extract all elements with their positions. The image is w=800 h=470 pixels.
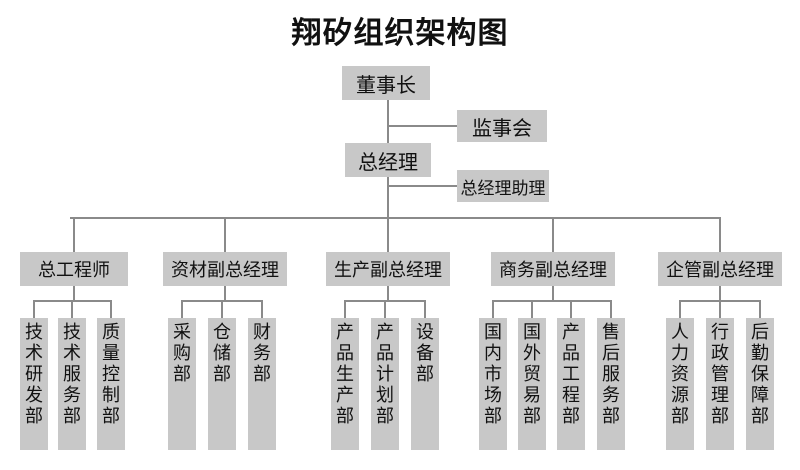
chart-title: 翔矽组织架构图	[291, 16, 509, 51]
department-label: 仓储部	[213, 322, 231, 385]
department-box: 国内市场部	[479, 318, 507, 450]
connector-department	[261, 300, 263, 318]
department-box: 行政管理部	[706, 318, 734, 450]
connector-division-bus	[70, 217, 721, 219]
department-label: 产品生产部	[336, 322, 354, 427]
gm-box: 总经理	[345, 143, 431, 177]
department-label: 产品工程部	[562, 322, 580, 427]
department-box: 技术服务部	[58, 318, 86, 450]
connector-department	[384, 300, 386, 318]
connector-division-2	[224, 218, 226, 252]
department-box: 国外贸易部	[518, 318, 546, 450]
department-label: 行政管理部	[711, 322, 729, 427]
division-label: 商务副总经理	[499, 260, 607, 281]
department-label: 财务部	[253, 322, 271, 385]
division-label: 资材副总经理	[171, 260, 279, 281]
connector-chairman-gm	[387, 100, 389, 143]
connector-division-3	[387, 218, 389, 252]
division-label: 生产副总经理	[334, 260, 442, 281]
gm-assistant-box: 总经理助理	[457, 170, 549, 202]
connector-department	[221, 300, 223, 318]
department-label: 设备部	[416, 322, 434, 385]
supervisor-label: 监事会	[472, 115, 532, 140]
department-label: 国内市场部	[484, 322, 502, 427]
connector-department	[492, 300, 494, 318]
connector-department	[759, 300, 761, 318]
connector-department	[71, 300, 73, 318]
department-label: 售后服务部	[602, 322, 620, 427]
department-box: 产品工程部	[557, 318, 585, 450]
connector-division-down	[552, 286, 554, 300]
connector-supervisor	[388, 125, 457, 127]
department-box: 技术研发部	[20, 318, 48, 450]
department-box: 售后服务部	[597, 318, 625, 450]
department-label: 后勤保障部	[751, 322, 769, 427]
department-label: 质量控制部	[102, 322, 120, 427]
connector-division-1	[73, 218, 75, 252]
gm-assistant-label: 总经理助理	[460, 178, 546, 199]
chairman-box: 董事长	[342, 66, 430, 100]
department-box: 财务部	[248, 318, 276, 450]
department-label: 产品计划部	[376, 322, 394, 427]
department-label: 人力资源部	[671, 322, 689, 427]
supervisor-box: 监事会	[457, 110, 547, 142]
connector-department	[181, 300, 183, 318]
connector-department	[33, 300, 35, 318]
division-box-5: 企管副总经理	[658, 252, 782, 286]
connector-department-bus	[493, 300, 611, 302]
connector-department	[719, 300, 721, 318]
division-box-2: 资材副总经理	[163, 252, 287, 286]
department-box: 产品生产部	[331, 318, 359, 450]
connector-division-4	[552, 218, 554, 252]
division-box-4: 商务副总经理	[491, 252, 615, 286]
connector-gm-assistant	[388, 185, 457, 187]
connector-division-down	[224, 286, 226, 300]
department-box: 人力资源部	[666, 318, 694, 450]
connector-division-down	[387, 286, 389, 300]
department-label: 技术研发部	[25, 322, 43, 427]
connector-division-5	[719, 218, 721, 252]
division-box-3: 生产副总经理	[326, 252, 450, 286]
connector-department	[610, 300, 612, 318]
connector-division-down	[719, 286, 721, 300]
chairman-label: 董事长	[356, 72, 416, 97]
department-box: 质量控制部	[97, 318, 125, 450]
department-box: 产品计划部	[371, 318, 399, 450]
connector-department	[110, 300, 112, 318]
department-label: 采购部	[173, 322, 191, 385]
connector-gm-down	[387, 177, 389, 218]
connector-department	[570, 300, 572, 318]
division-box-1: 总工程师	[20, 252, 128, 286]
division-label: 企管副总经理	[666, 260, 774, 281]
department-box: 采购部	[168, 318, 196, 450]
gm-label: 总经理	[358, 149, 418, 174]
department-label: 技术服务部	[63, 322, 81, 427]
connector-department	[344, 300, 346, 318]
department-label: 国外贸易部	[523, 322, 541, 427]
department-box: 设备部	[411, 318, 439, 450]
department-box: 后勤保障部	[746, 318, 774, 450]
department-box: 仓储部	[208, 318, 236, 450]
connector-department	[424, 300, 426, 318]
connector-division-down	[73, 286, 75, 300]
division-label: 总工程师	[38, 260, 110, 281]
connector-department	[531, 300, 533, 318]
connector-department	[679, 300, 681, 318]
